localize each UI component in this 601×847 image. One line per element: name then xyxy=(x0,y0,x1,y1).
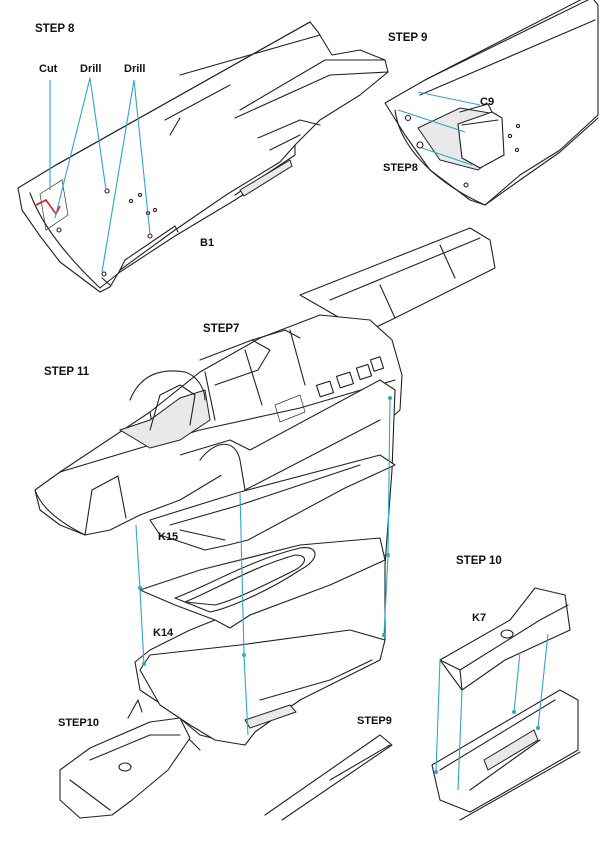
k7-label: K7 xyxy=(472,612,487,624)
c9-label: C9 xyxy=(480,96,495,108)
step8-ref-label: STEP8 xyxy=(383,162,418,174)
step9-ref-label: STEP9 xyxy=(357,715,392,727)
drill-label-2: Drill xyxy=(124,63,146,75)
cut-label: Cut xyxy=(39,63,58,75)
k14-label: K14 xyxy=(153,627,174,639)
step10-ref-label: STEP10 xyxy=(58,717,99,729)
b1-label: B1 xyxy=(200,237,215,249)
step11-label: STEP 11 xyxy=(44,366,90,378)
step8-callout-lines xyxy=(49,77,151,273)
step9-callout-lines xyxy=(397,91,481,166)
assembly-guide-lines xyxy=(135,397,549,791)
b1-fuselage-part xyxy=(17,21,389,293)
step9-label: STEP 9 xyxy=(388,32,428,44)
k7-part xyxy=(431,587,581,821)
step10-label: STEP 10 xyxy=(456,555,502,567)
drill-label-1: Drill xyxy=(80,63,102,75)
step7-label: STEP7 xyxy=(203,323,240,335)
k15-label: K15 xyxy=(158,531,179,543)
fuselage-assembly xyxy=(34,227,496,821)
step8-label: STEP 8 xyxy=(35,23,75,35)
guide-endpoint-dots xyxy=(138,396,540,774)
